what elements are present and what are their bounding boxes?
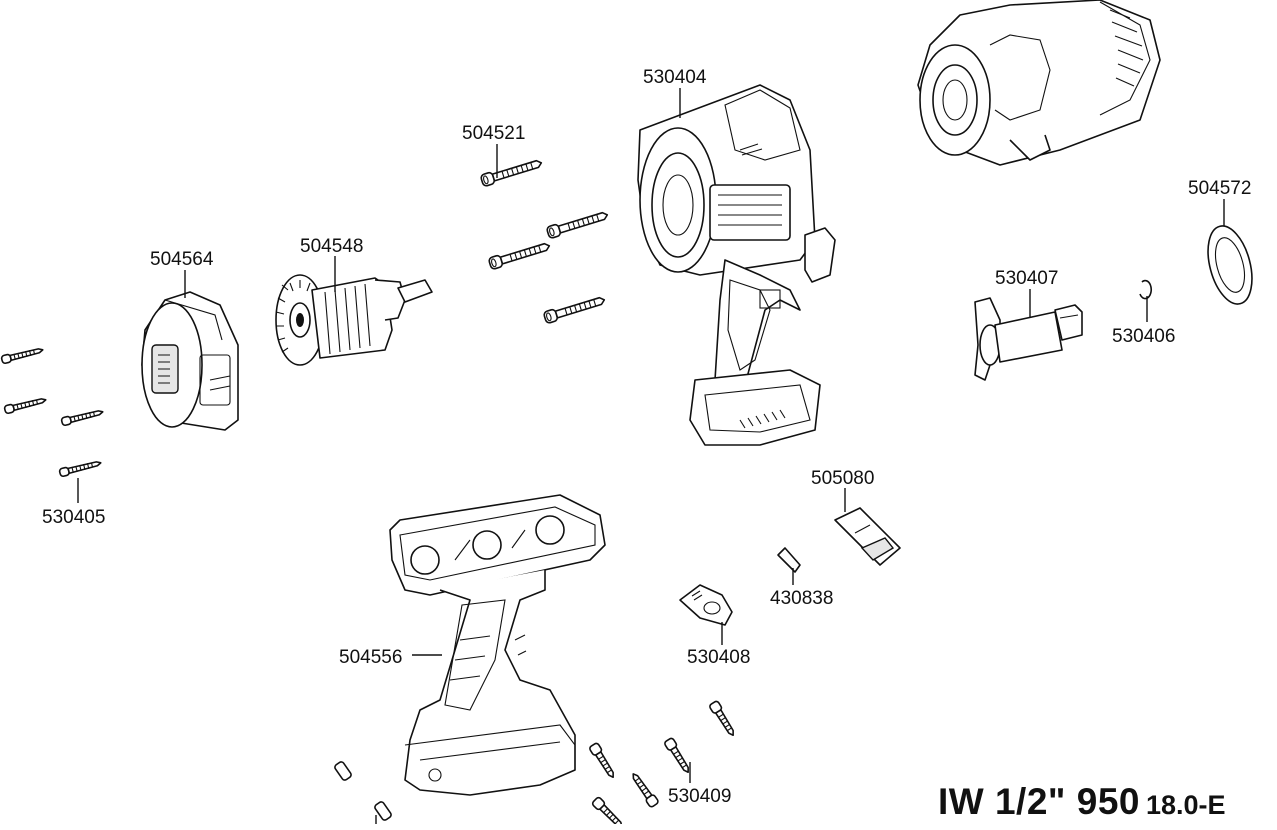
model-voltage: 18.0-E bbox=[1145, 790, 1226, 820]
clip-430838 bbox=[777, 547, 801, 573]
model-name: IW 1/2" 950 bbox=[938, 781, 1140, 822]
part-number-504556: 504556 bbox=[339, 647, 402, 668]
part-number-530409: 530409 bbox=[668, 786, 731, 807]
switch-module-505080 bbox=[834, 507, 901, 566]
part-number-530404: 530404 bbox=[643, 67, 707, 88]
bolt-set-504521 bbox=[479, 156, 610, 325]
washer-504572 bbox=[1207, 225, 1253, 305]
screw-set-530405 bbox=[0, 345, 105, 478]
part-labels: 530404 504521 504572 504564 504548 53040… bbox=[42, 67, 1251, 807]
part-number-504572: 504572 bbox=[1188, 178, 1251, 199]
part-number-530407: 530407 bbox=[995, 268, 1058, 289]
anvil-530407 bbox=[974, 297, 1083, 381]
part-number-504521: 504521 bbox=[462, 123, 525, 144]
ring-530406 bbox=[1139, 279, 1153, 300]
switch-cover-530408 bbox=[679, 584, 733, 626]
part-number-530405: 530405 bbox=[42, 507, 105, 528]
handle-housing-504556 bbox=[389, 494, 606, 796]
part-number-530408: 530408 bbox=[687, 647, 750, 668]
leader-lines bbox=[77, 88, 1225, 824]
part-number-530406: 530406 bbox=[1112, 326, 1175, 347]
armature-504548 bbox=[275, 274, 433, 366]
part-number-505080: 505080 bbox=[811, 468, 874, 489]
part-number-430838: 430838 bbox=[770, 588, 833, 609]
end-cap-504564 bbox=[141, 291, 239, 431]
pins bbox=[334, 761, 392, 821]
part-number-504548: 504548 bbox=[300, 236, 363, 257]
motor-housing-530404 bbox=[637, 84, 836, 446]
part-number-504564: 504564 bbox=[150, 249, 214, 270]
gear-housing-assembly bbox=[917, 0, 1161, 166]
